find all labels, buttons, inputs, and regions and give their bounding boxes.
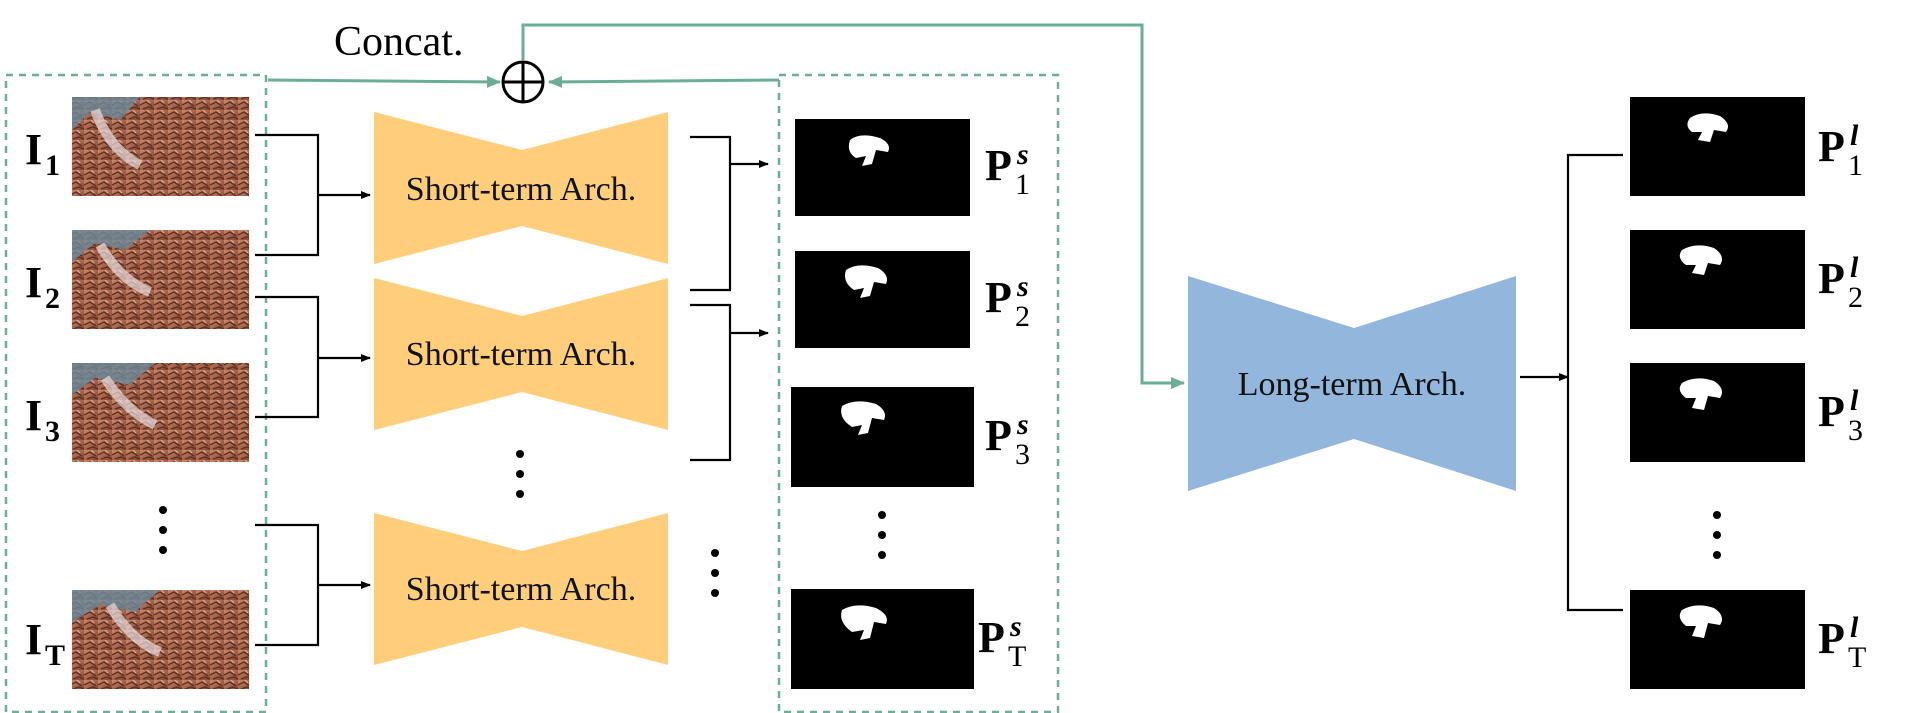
long-pred-label-3: P l 3 xyxy=(1818,384,1863,447)
svg-text:I: I xyxy=(25,258,42,307)
svg-text:P: P xyxy=(978,613,1005,662)
input-label-1: I 1 xyxy=(25,125,60,182)
input-frame-2 xyxy=(72,230,249,329)
concat-label: Concat. xyxy=(334,19,463,65)
vertical-ellipsis-icon xyxy=(1713,511,1721,559)
long-term-arch: Long-term Arch. xyxy=(1188,276,1516,491)
svg-text:T: T xyxy=(45,639,65,672)
vertical-ellipsis-icon xyxy=(711,549,719,597)
svg-text:s: s xyxy=(1016,270,1029,303)
long-pred-mask-T xyxy=(1630,590,1805,689)
circled-plus-icon xyxy=(501,60,545,104)
svg-text:l: l xyxy=(1850,119,1859,152)
svg-text:l: l xyxy=(1850,251,1859,284)
input-label-3: I 3 xyxy=(25,391,60,448)
short-term-arch-1: Short-term Arch. xyxy=(374,112,668,264)
svg-text:1: 1 xyxy=(1015,168,1030,201)
svg-text:P: P xyxy=(1818,387,1845,436)
concat-flow-short-preds xyxy=(548,75,780,88)
svg-text:2: 2 xyxy=(45,282,60,315)
input-bracket-1 xyxy=(255,133,371,257)
svg-text:s: s xyxy=(1016,138,1029,171)
vertical-ellipsis-icon xyxy=(878,511,886,559)
vertical-ellipsis-icon xyxy=(159,506,167,554)
svg-text:P: P xyxy=(1818,254,1845,303)
svg-text:I: I xyxy=(25,615,42,664)
short-predictions-group xyxy=(777,73,1060,713)
short-pred-mask-T xyxy=(791,589,974,689)
svg-text:3: 3 xyxy=(1015,438,1030,471)
svg-text:I: I xyxy=(25,125,42,174)
input-label-2: I 2 xyxy=(25,258,60,315)
short-pred-mask-1 xyxy=(795,119,970,216)
long-pred-label-1: P l 1 xyxy=(1818,119,1863,182)
vertical-ellipsis-icon xyxy=(516,450,524,498)
short-pred-mask-3 xyxy=(791,387,974,487)
input-frames-group xyxy=(4,73,268,713)
input-frame-3 xyxy=(72,363,249,462)
svg-text:1: 1 xyxy=(1848,149,1863,182)
svg-text:P: P xyxy=(1818,614,1845,663)
svg-text:Short-term Arch.: Short-term Arch. xyxy=(406,336,636,373)
short-term-arch-T: Short-term Arch. xyxy=(374,513,668,665)
svg-text:2: 2 xyxy=(1848,281,1863,314)
arch-output-bracket-2 xyxy=(690,303,769,462)
long-term-output-connector xyxy=(1520,153,1623,612)
long-pred-mask-3 xyxy=(1630,363,1805,462)
svg-text:P: P xyxy=(985,141,1012,190)
input-bracket-T xyxy=(255,523,371,647)
svg-text:T: T xyxy=(1848,641,1866,674)
svg-text:P: P xyxy=(1818,122,1845,171)
short-pred-label-T: P s T xyxy=(978,610,1026,673)
input-frame-T xyxy=(72,590,249,689)
svg-text:Long-term Arch.: Long-term Arch. xyxy=(1238,366,1467,403)
svg-text:s: s xyxy=(1009,610,1022,643)
long-pred-label-2: P l 2 xyxy=(1818,251,1863,314)
svg-text:P: P xyxy=(985,273,1012,322)
short-pred-mask-2 xyxy=(795,251,970,348)
svg-text:Short-term Arch.: Short-term Arch. xyxy=(406,171,636,208)
short-pred-label-2: P s 2 xyxy=(985,270,1030,333)
long-pred-mask-2 xyxy=(1630,230,1805,329)
short-term-arch-2: Short-term Arch. xyxy=(374,278,668,430)
svg-text:l: l xyxy=(1850,611,1859,644)
svg-text:P: P xyxy=(985,411,1012,460)
input-bracket-2 xyxy=(255,295,371,419)
svg-text:3: 3 xyxy=(45,415,60,448)
svg-text:s: s xyxy=(1016,408,1029,441)
svg-text:3: 3 xyxy=(1848,414,1863,447)
arch-output-bracket-1 xyxy=(690,135,769,292)
svg-text:T: T xyxy=(1008,640,1026,673)
input-frame-1 xyxy=(72,97,249,196)
short-pred-label-3: P s 3 xyxy=(985,408,1030,471)
concat-flow-to-long-arch xyxy=(521,23,1185,389)
svg-text:l: l xyxy=(1850,384,1859,417)
concat-flow-inputs xyxy=(267,75,501,88)
long-pred-label-T: P l T xyxy=(1818,611,1866,674)
svg-text:1: 1 xyxy=(45,149,60,182)
svg-text:Short-term Arch.: Short-term Arch. xyxy=(406,571,636,608)
svg-text:2: 2 xyxy=(1015,300,1030,333)
long-pred-mask-1 xyxy=(1630,97,1805,196)
svg-text:I: I xyxy=(25,391,42,440)
input-label-T: I T xyxy=(25,615,65,672)
short-pred-label-1: P s 1 xyxy=(985,138,1030,201)
